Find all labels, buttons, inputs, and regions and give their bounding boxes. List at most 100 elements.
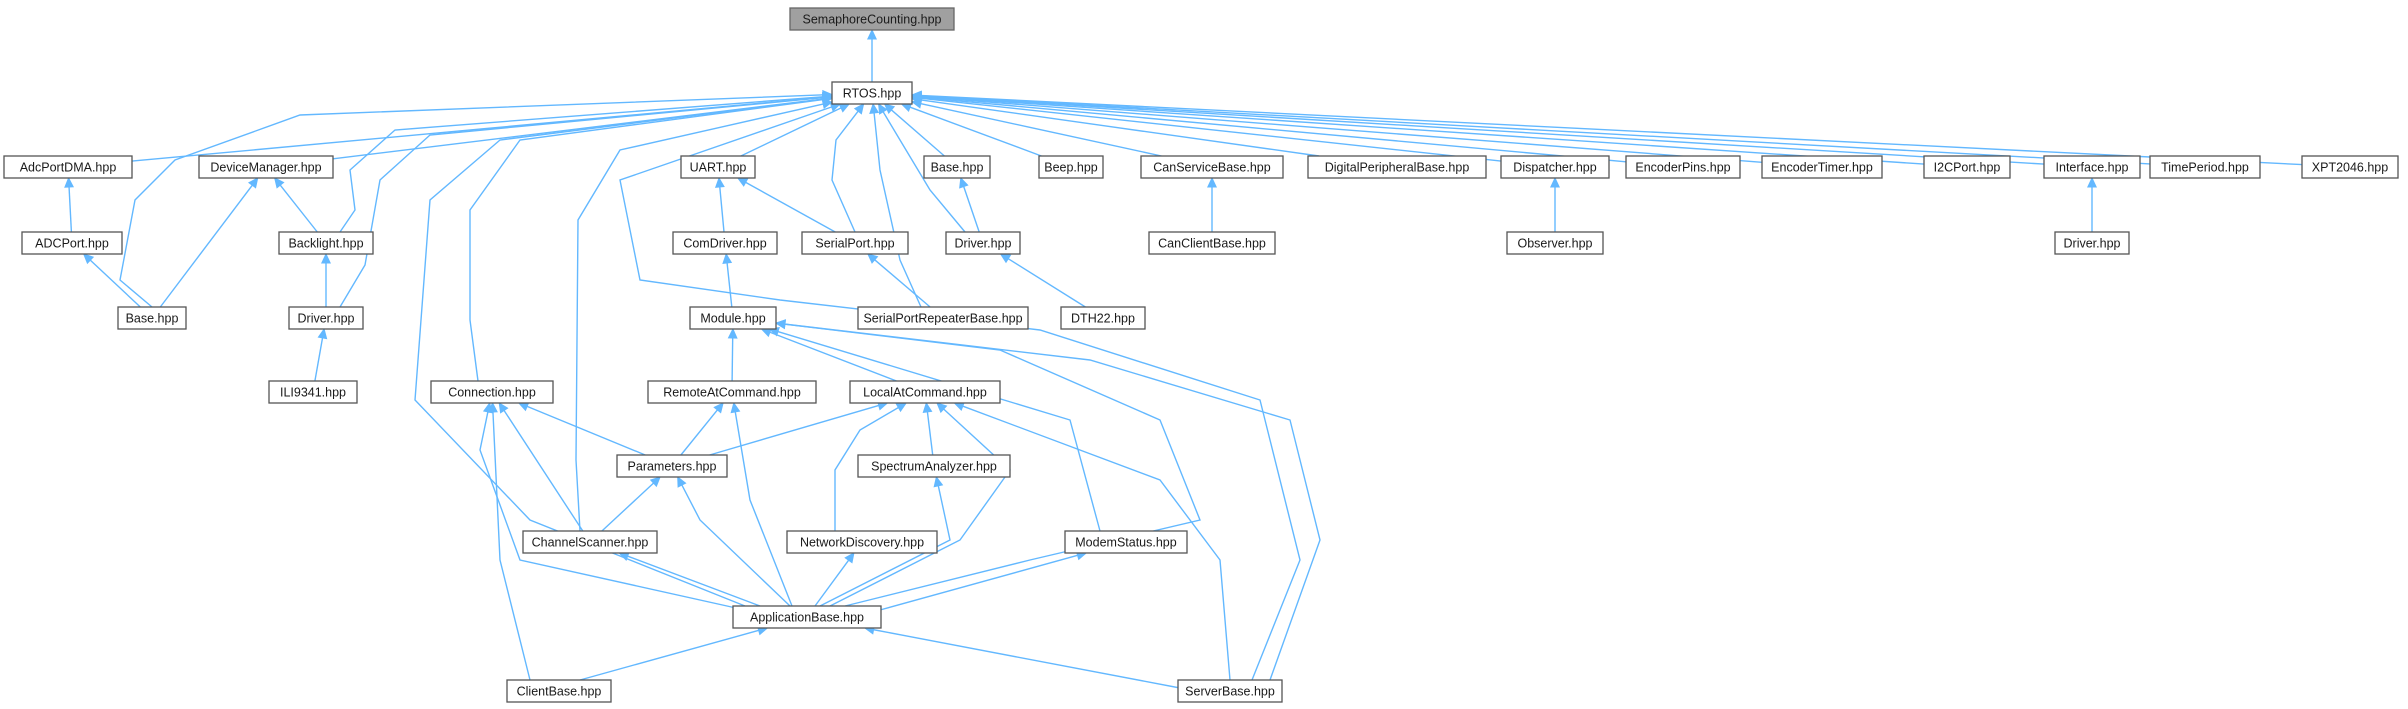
node-box: [849, 380, 1001, 404]
node-box: [1307, 155, 1487, 179]
edge-line: [919, 95, 2045, 165]
node-SerialPortRepeaterBase[interactable]: SerialPortRepeaterBase.hpp: [857, 306, 1029, 330]
node-EncoderTimer[interactable]: EncoderTimer.hpp: [1761, 155, 1883, 179]
node-ServerBase[interactable]: ServerBase.hpp: [1177, 679, 1283, 703]
node-CanServiceBase[interactable]: CanServiceBase.hpp: [1140, 155, 1284, 179]
node-Connection[interactable]: Connection.hpp: [430, 380, 554, 404]
node-ILI9341[interactable]: ILI9341.hpp: [268, 380, 358, 404]
node-UART[interactable]: UART.hpp: [680, 155, 756, 179]
node-DigitalPeripheralBase[interactable]: DigitalPeripheralBase.hpp: [1307, 155, 1487, 179]
node-SpectrumAnalyzer[interactable]: SpectrumAnalyzer.hpp: [857, 454, 1011, 478]
node-Driver2[interactable]: Driver.hpp: [288, 306, 364, 330]
node-label: Base.hpp: [126, 312, 179, 326]
node-ChannelScanner[interactable]: ChannelScanner.hpp: [522, 530, 658, 554]
edge-arrowhead: [844, 552, 855, 564]
node-ADCPort[interactable]: ADCPort.hpp: [21, 231, 123, 255]
node-label: Connection.hpp: [448, 386, 536, 400]
node-Dispatcher[interactable]: Dispatcher.hpp: [1500, 155, 1610, 179]
edge-ApplicationBase-to-RTOS: [414, 94, 834, 607]
edge-SerialPort-to-RTOS: [831, 103, 865, 233]
edge-line: [119, 94, 825, 308]
node-NetworkDiscovery[interactable]: NetworkDiscovery.hpp: [786, 530, 938, 554]
edge-Driver1-to-RTOS: [877, 102, 966, 233]
edge-SerialPortRepeaterBase-to-RTOS: [869, 102, 922, 308]
node-label: EncoderTimer.hpp: [1771, 161, 1873, 175]
edge-arrowhead: [498, 402, 509, 414]
node-box: [857, 454, 1011, 478]
edge-ApplicationBase-to-LocalAtCommand: [829, 402, 1011, 607]
node-box: [616, 454, 728, 478]
node-TimePeriod[interactable]: TimePeriod.hpp: [2149, 155, 2261, 179]
node-box: [672, 231, 778, 255]
node-ApplicationBase[interactable]: ApplicationBase.hpp: [732, 605, 882, 629]
node-SerialPort[interactable]: SerialPort.hpp: [801, 231, 909, 255]
node-ClientBase[interactable]: ClientBase.hpp: [506, 679, 612, 703]
node-ModemStatus[interactable]: ModemStatus.hpp: [1064, 530, 1188, 554]
node-CanClientBase[interactable]: CanClientBase.hpp: [1148, 231, 1276, 255]
edge-arrowhead: [2087, 176, 2097, 188]
node-LocalAtCommand[interactable]: LocalAtCommand.hpp: [849, 380, 1001, 404]
edge-AdcPortDMA-to-RTOS: [131, 92, 834, 162]
edge-Base2-to-ADCPort: [82, 253, 141, 308]
edge-arrowhead: [867, 28, 877, 40]
edge-line: [834, 406, 900, 531]
node-label: DTH22.hpp: [1071, 312, 1135, 326]
edge-Driver2-to-Backlight: [321, 252, 331, 307]
edge-arrowhead: [959, 176, 969, 189]
edge-arrowhead: [999, 253, 1012, 264]
edge-ComDriver-to-UART: [714, 176, 725, 233]
node-label: NetworkDiscovery.hpp: [800, 536, 924, 550]
node-box: [831, 81, 913, 105]
node-AdcPortDMA[interactable]: AdcPortDMA.hpp: [3, 155, 133, 179]
node-Backlight[interactable]: Backlight.hpp: [278, 231, 374, 255]
node-box: [2054, 231, 2130, 255]
edge-ServerBase-to-ApplicationBase: [863, 624, 1181, 689]
edge-line: [525, 405, 646, 456]
node-Interface[interactable]: Interface.hpp: [2043, 155, 2141, 179]
node-DTH22[interactable]: DTH22.hpp: [1060, 306, 1146, 330]
node-Module[interactable]: Module.hpp: [689, 306, 777, 330]
edge-arrowhead: [774, 319, 786, 330]
edge-line: [680, 408, 719, 456]
edge-line: [339, 96, 825, 308]
node-Parameters[interactable]: Parameters.hpp: [616, 454, 728, 478]
edge-arrowhead: [713, 402, 724, 414]
node-RemoteAtCommand[interactable]: RemoteAtCommand.hpp: [647, 380, 817, 404]
node-label: AdcPortDMA.hpp: [20, 161, 117, 175]
node-ComDriver[interactable]: ComDriver.hpp: [672, 231, 778, 255]
edge-arrowhead: [273, 177, 285, 189]
node-XPT2046[interactable]: XPT2046.hpp: [2301, 155, 2399, 179]
edge-line: [919, 102, 1162, 157]
node-Beep[interactable]: Beep.hpp: [1038, 155, 1104, 179]
node-Base1[interactable]: Base.hpp: [923, 155, 991, 179]
edge-ClientBase-to-Connection: [488, 401, 531, 681]
edge-line: [881, 110, 966, 233]
node-label: ClientBase.hpp: [517, 685, 602, 699]
edge-arrowhead: [517, 401, 530, 412]
node-label: DigitalPeripheralBase.hpp: [1325, 161, 1470, 175]
edge-line: [919, 95, 2151, 165]
edge-line: [919, 99, 1320, 157]
edge-line: [680, 483, 791, 607]
node-Base2[interactable]: Base.hpp: [117, 306, 187, 330]
node-Driver1[interactable]: Driver.hpp: [945, 231, 1021, 255]
edge-line: [744, 181, 836, 233]
node-box: [506, 679, 612, 703]
edge-SerialPortRepeaterBase-to-SerialPort: [867, 253, 931, 308]
node-I2CPort[interactable]: I2CPort.hpp: [1923, 155, 2011, 179]
nodes-layer: SemaphoreCounting.hppRTOS.hppAdcPortDMA.…: [3, 7, 2399, 703]
node-box: [117, 306, 187, 330]
edge-arrowhead: [677, 475, 687, 488]
node-Driver3[interactable]: Driver.hpp: [2054, 231, 2130, 255]
edge-line: [314, 336, 324, 382]
node-EncoderPins[interactable]: EncoderPins.hpp: [1625, 155, 1741, 179]
node-box: [1140, 155, 1284, 179]
node-box: [21, 231, 123, 255]
edge-line: [339, 96, 825, 233]
node-SemaphoreCounting[interactable]: SemaphoreCounting.hpp: [789, 7, 955, 31]
node-Observer[interactable]: Observer.hpp: [1506, 231, 1604, 255]
node-box: [857, 306, 1029, 330]
node-DeviceManager[interactable]: DeviceManager.hpp: [198, 155, 334, 179]
edge-Backlight-to-DeviceManager: [273, 177, 318, 233]
node-RTOS[interactable]: RTOS.hpp: [831, 81, 913, 105]
